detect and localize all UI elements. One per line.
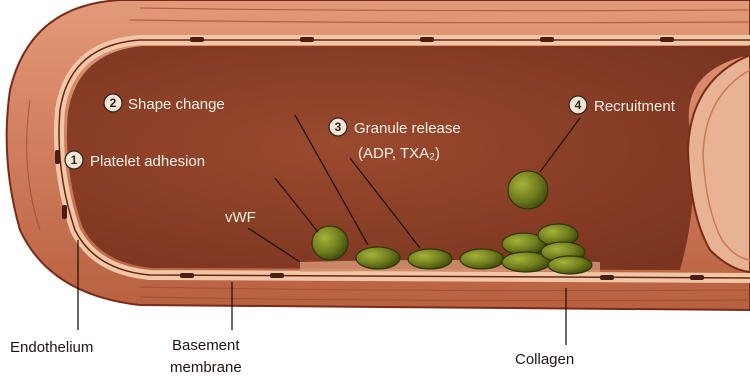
svg-text:3: 3: [335, 120, 342, 134]
label-shape-change: Shape change: [128, 96, 225, 113]
svg-text:2: 2: [110, 96, 117, 110]
label-granule-contents: (ADP, TXA₂): [358, 145, 440, 162]
step-badge-3: 3: [329, 118, 347, 136]
label-recruitment: Recruitment: [594, 98, 676, 115]
label-vwf: vWF: [225, 209, 256, 226]
label-endothelium: Endothelium: [10, 339, 93, 356]
step-badge-1: 1: [65, 151, 83, 169]
label-collagen: Collagen: [515, 351, 574, 368]
label-platelet-adhesion: Platelet adhesion: [90, 153, 205, 170]
step-badge-2: 2: [104, 94, 122, 112]
step-badge-4: 4: [569, 96, 587, 114]
label-granule-release: Granule release: [354, 120, 461, 137]
label-basement-line2: membrane: [170, 359, 242, 376]
svg-text:4: 4: [575, 98, 582, 112]
platelet-recruited: [508, 171, 548, 209]
label-basement-line1: Basement: [172, 337, 240, 354]
svg-text:1: 1: [71, 153, 78, 167]
